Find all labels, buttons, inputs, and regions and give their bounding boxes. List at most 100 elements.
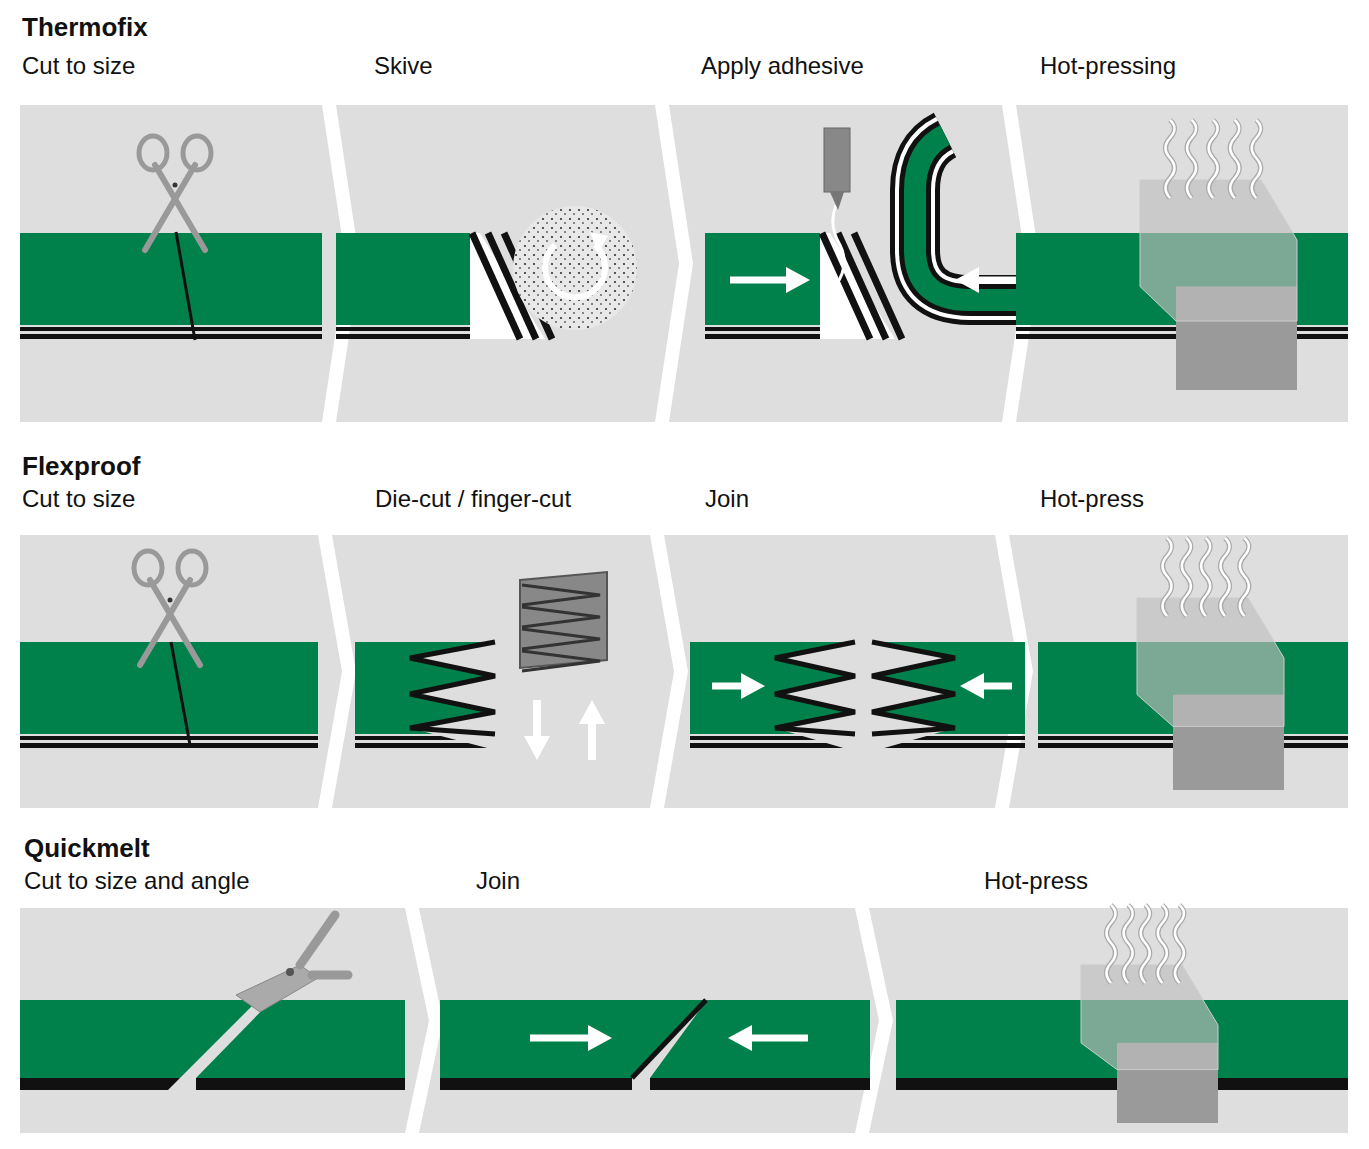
step-panel — [669, 105, 1026, 422]
step-panel: Join — [664, 485, 995, 513]
scissor-blade — [155, 165, 205, 250]
shear-blade — [236, 965, 318, 1012]
heat-wave — [1187, 120, 1196, 198]
process-title: Flexproof — [22, 451, 140, 482]
bottle-nozzle — [830, 192, 844, 210]
arrow-head — [524, 736, 550, 760]
belt-ply — [705, 327, 820, 331]
cut-line — [176, 232, 195, 340]
heat-wave — [1141, 905, 1150, 983]
belt-ply — [20, 334, 322, 339]
scissor-blade — [150, 580, 200, 665]
heat-wave — [1107, 905, 1116, 983]
step-panel: Hot-pressing — [1016, 52, 1348, 80]
scissor-pivot — [173, 183, 178, 188]
belt-cover — [650, 1000, 870, 1090]
step-heading: Join — [705, 485, 749, 513]
scissor-blade — [140, 580, 190, 665]
heat-wave — [1158, 905, 1167, 983]
die-teeth — [522, 607, 600, 627]
heat-wave — [1141, 905, 1150, 983]
heat-wave — [1182, 538, 1191, 616]
heat-wave — [1175, 905, 1184, 983]
belt-ply — [196, 1078, 405, 1090]
die-teeth — [522, 629, 600, 649]
arrow-head — [741, 673, 765, 699]
step-heading: Cut to size — [22, 52, 135, 80]
scissor-ring — [183, 136, 211, 170]
step-panel: Hot-press — [1009, 485, 1348, 513]
shear-handle — [300, 915, 348, 975]
finger-notch — [866, 640, 955, 752]
direction-arrow — [530, 1035, 594, 1042]
heat-wave — [1221, 538, 1230, 616]
direction-arrow — [533, 700, 541, 742]
belt-ply — [20, 736, 318, 740]
belt-cover — [20, 233, 322, 325]
finger-edge — [775, 642, 855, 734]
heat-wave — [1201, 538, 1210, 616]
step-heading: Cut to size — [22, 485, 135, 513]
arrow-head — [590, 232, 608, 252]
belt-ply — [440, 1078, 632, 1090]
belt-ply — [336, 334, 470, 339]
step-panel — [20, 105, 346, 422]
sanding-drum — [513, 206, 637, 330]
heat-wave — [1163, 538, 1172, 616]
belt-cover — [336, 233, 470, 325]
adhesive-bottle — [824, 128, 850, 192]
direction-arrow — [730, 277, 792, 284]
heat-wave — [1163, 538, 1172, 616]
rotation-arrow — [545, 245, 605, 297]
arrow-head — [786, 267, 810, 293]
step-panel — [1009, 535, 1348, 808]
belt-ply — [20, 327, 322, 331]
joint-edge — [632, 1000, 706, 1078]
step-panel: Hot-press — [869, 867, 1348, 895]
heat-wave — [1124, 905, 1133, 983]
heat-wave — [1158, 905, 1167, 983]
step-heading: Join — [476, 867, 520, 895]
step-heading: Cut to size and angle — [24, 867, 249, 895]
heat-wave — [1240, 538, 1249, 616]
heat-wave — [1175, 905, 1184, 983]
belt-ply — [20, 743, 318, 748]
scissor-pivot — [168, 598, 173, 603]
step-panel: Die-cut / finger-cut — [332, 485, 650, 513]
step-panel — [1016, 105, 1348, 422]
finger-edge — [872, 642, 955, 734]
finger-notch — [775, 640, 860, 752]
heat-wave — [1182, 538, 1191, 616]
heat-wave — [1230, 120, 1239, 198]
heat-wave — [1209, 120, 1218, 198]
belt-ply — [650, 1078, 870, 1090]
heat-wave — [1252, 120, 1261, 198]
step-heading: Hot-press — [984, 867, 1088, 895]
press-upper — [1081, 965, 1218, 1070]
belt-cover — [705, 233, 820, 325]
direction-arrow — [588, 718, 596, 760]
press-upper — [1140, 180, 1297, 321]
step-panel: Join — [419, 867, 855, 895]
scissor-ring — [178, 551, 206, 585]
step-panel — [20, 535, 342, 808]
heat-wave — [1201, 538, 1210, 616]
step-heading: Die-cut / finger-cut — [375, 485, 571, 513]
belt-ply — [20, 1078, 180, 1090]
die-teeth — [522, 585, 600, 605]
arrow-head — [588, 1025, 612, 1051]
heat-wave — [1166, 120, 1175, 198]
direction-arrow — [746, 1035, 808, 1042]
heat-wave — [1187, 120, 1196, 198]
scissor-blade — [145, 165, 195, 250]
press-upper — [1137, 598, 1284, 726]
arrow-head — [579, 700, 605, 724]
heat-wave — [1209, 120, 1218, 198]
step-panel — [336, 105, 679, 422]
scissor-ring — [139, 136, 167, 170]
shear-pivot — [286, 968, 294, 976]
arrow-head — [960, 673, 984, 699]
step-panel — [332, 535, 674, 808]
step-panel: Cut to size and angle — [20, 867, 405, 895]
step-panel: Skive — [336, 52, 655, 80]
